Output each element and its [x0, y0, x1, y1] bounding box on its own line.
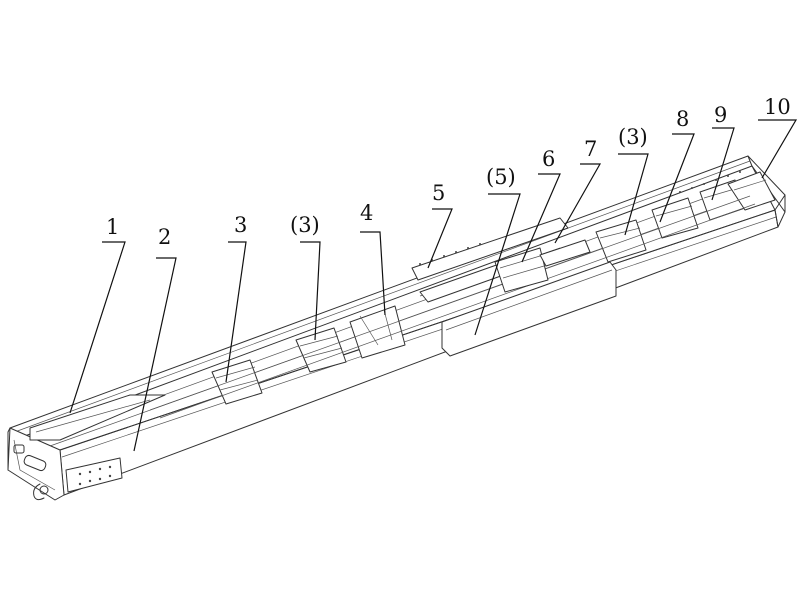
- leader-1: [69, 241, 126, 414]
- label-2: 2: [158, 225, 171, 249]
- leader-5a: [474, 193, 521, 336]
- part-labels: 1 2 3 (3) 4 5 (5) 6 7 (3) 8 9 10: [106, 95, 791, 249]
- center-plate: [539, 239, 591, 267]
- label-3a: (3): [290, 213, 320, 237]
- label-1: 1: [106, 215, 119, 239]
- label-7: 7: [584, 137, 597, 161]
- leader-3b: [618, 153, 649, 236]
- leader-8: [659, 133, 695, 223]
- center-side-panel: [441, 261, 617, 357]
- label-3: 3: [234, 213, 247, 237]
- leader-3: [225, 241, 247, 383]
- leader-9: [711, 127, 735, 201]
- leader-lines: [69, 119, 798, 452]
- center-bracket: [494, 247, 549, 293]
- label-5: 5: [432, 181, 445, 205]
- label-5a: (5): [486, 165, 516, 189]
- label-6: 6: [542, 147, 555, 171]
- front-tapered-plate: [29, 394, 166, 441]
- label-9: 9: [714, 103, 727, 127]
- leader-7: [554, 163, 602, 244]
- leader-5: [427, 208, 453, 269]
- leader-3a: [300, 241, 321, 341]
- bolt-rows: [419, 171, 741, 265]
- leader-4: [360, 231, 386, 316]
- label-3b: (3): [618, 125, 648, 149]
- label-8: 8: [676, 107, 689, 131]
- label-10: 10: [764, 95, 791, 119]
- center-upper-deck: [411, 217, 569, 281]
- leader-2: [133, 257, 177, 452]
- frame-body: [7, 155, 786, 501]
- leader-10: [758, 119, 798, 179]
- leader-6: [521, 173, 561, 263]
- label-4: 4: [360, 201, 373, 225]
